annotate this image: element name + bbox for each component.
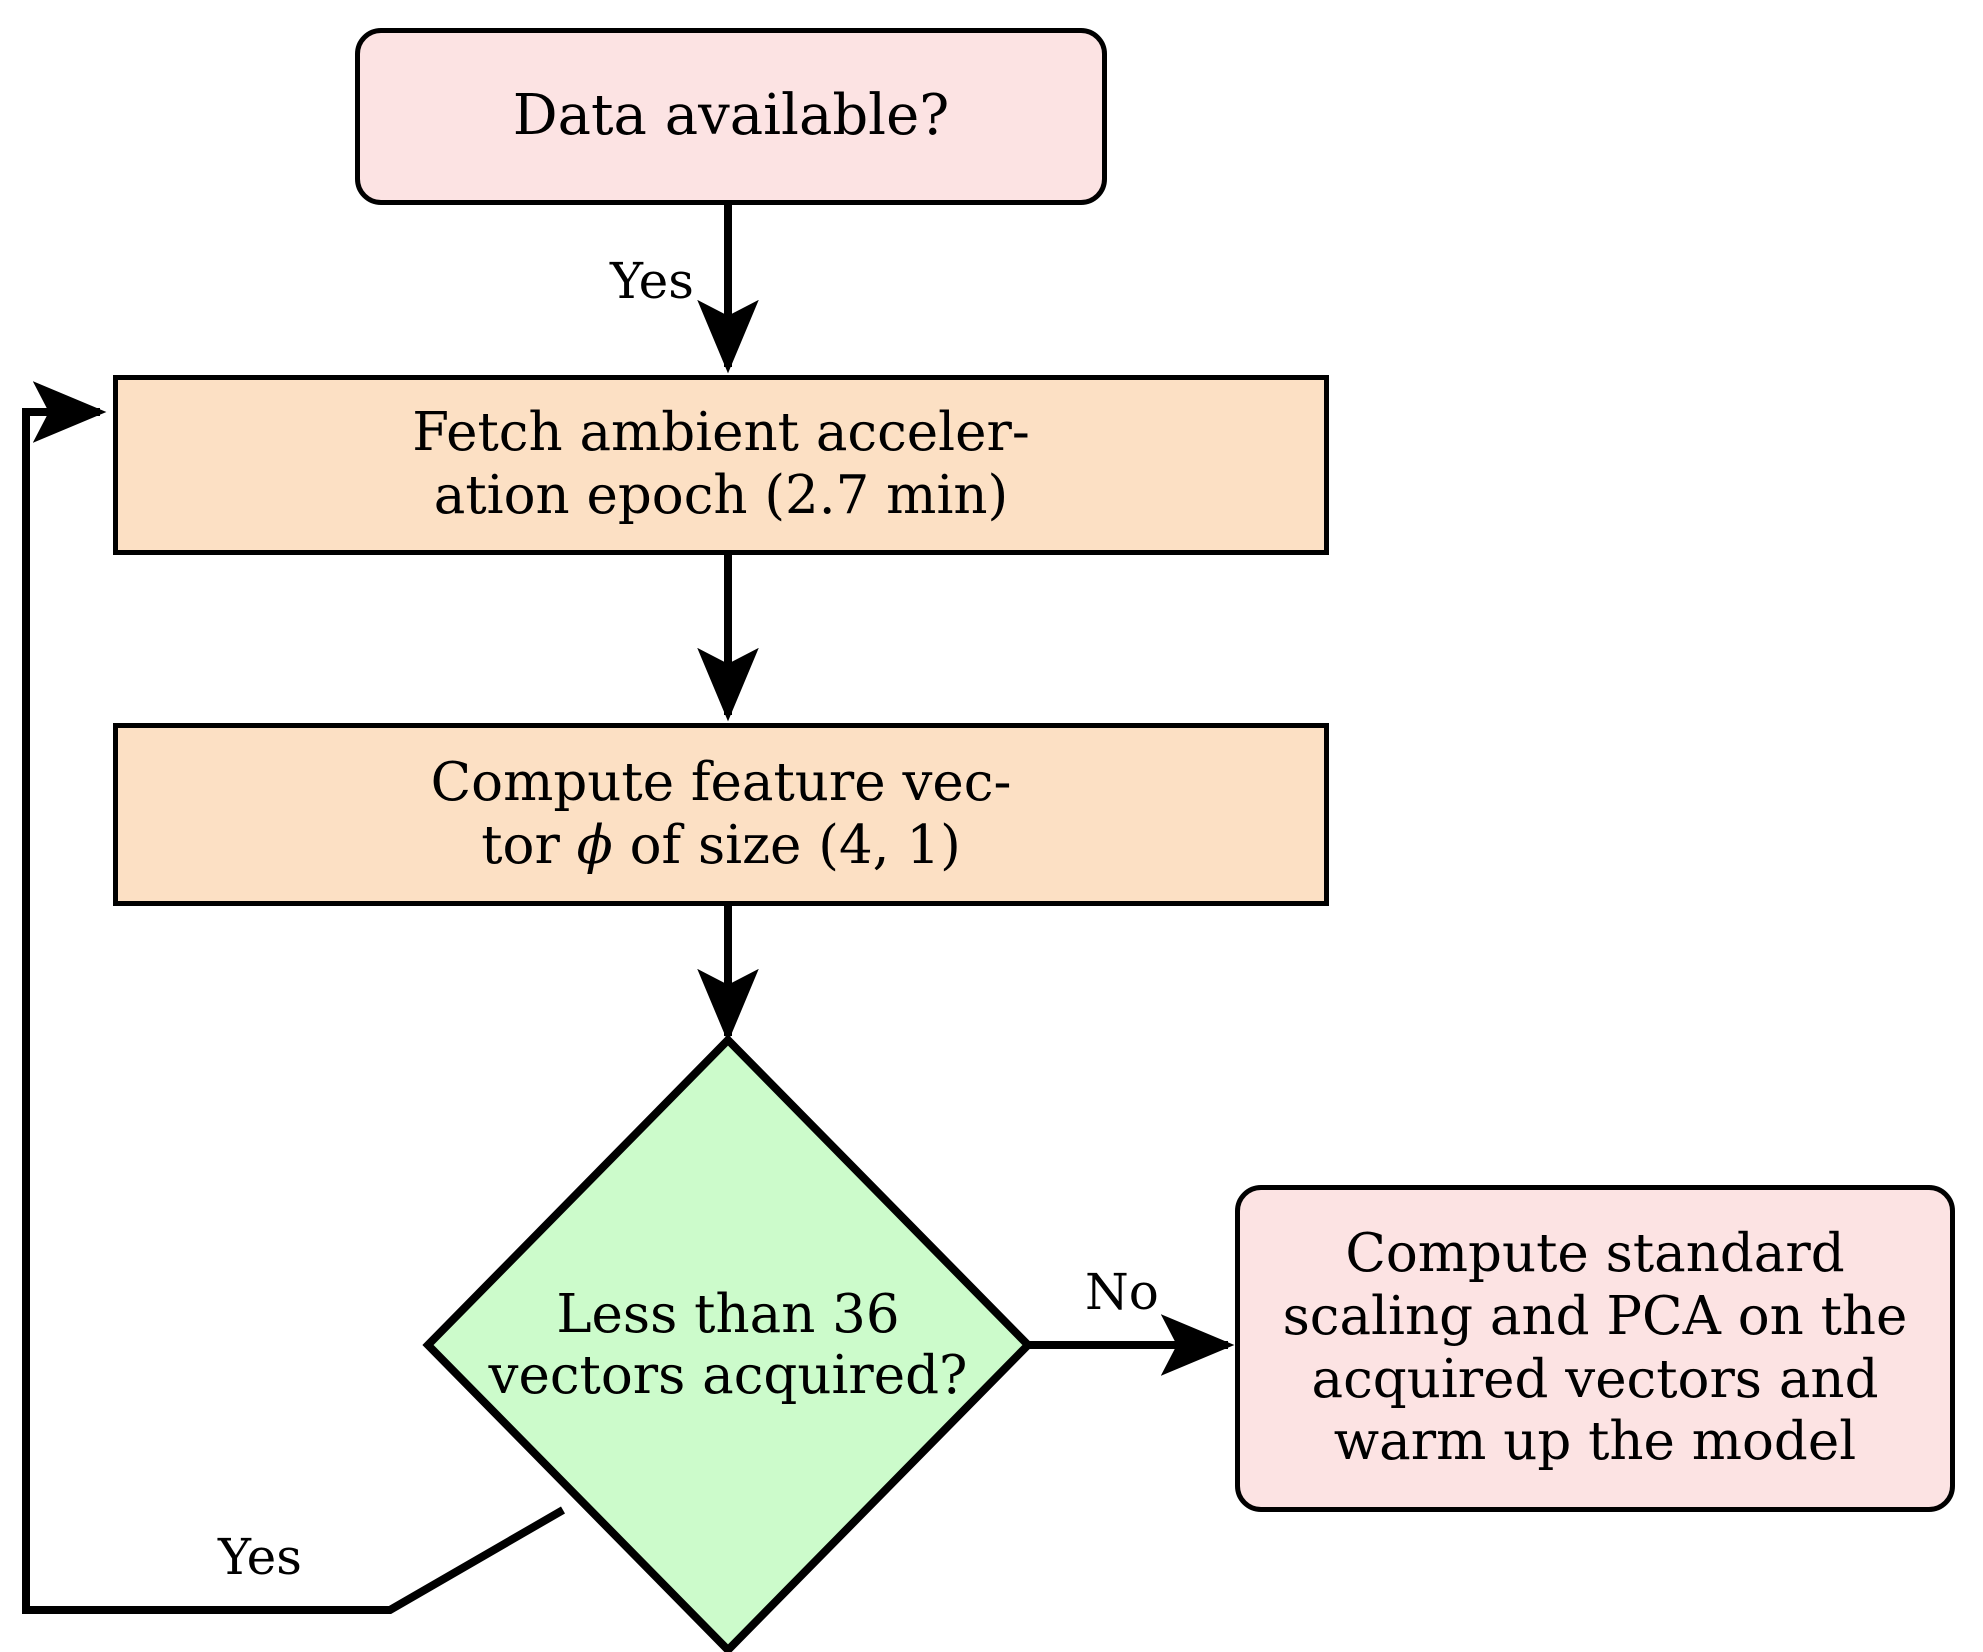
node-data-available[interactable]: Data available?: [355, 28, 1107, 205]
feature-line-2-pre: tor: [481, 814, 577, 876]
node-standard-scaling-pca-label: Compute standard scaling and PCA on the …: [1282, 1223, 1908, 1473]
feature-line-1: Compute feature vec-: [430, 751, 1012, 813]
phi-symbol: ϕ: [576, 814, 613, 876]
edge-label-yes-loopback: Yes: [218, 1528, 302, 1586]
node-data-available-label: Data available?: [512, 83, 950, 149]
edge-label-no-right: No: [1085, 1263, 1159, 1321]
node-less-than-36-label: Less than 36 vectors acquired?: [488, 1284, 968, 1406]
node-standard-scaling-pca[interactable]: Compute standard scaling and PCA on the …: [1235, 1185, 1955, 1512]
edge-line-decision-yes-loopback: [22, 381, 566, 1614]
decision-diamond-shape: [422, 1034, 1034, 1652]
node-fetch-epoch-label: Fetch ambient acceler- ation epoch (2.7 …: [412, 402, 1030, 526]
node-fetch-epoch[interactable]: Fetch ambient acceler- ation epoch (2.7 …: [113, 375, 1329, 555]
node-less-than-36[interactable]: Less than 36 vectors acquired?: [468, 1245, 988, 1445]
node-compute-feature-vector-label: Compute feature vec-tor ϕ of size (4, 1): [421, 752, 1022, 877]
edge-label-yes-top: Yes: [610, 252, 694, 310]
feature-line-2-post: of size (4, 1): [612, 814, 961, 876]
node-compute-feature-vector[interactable]: Compute feature vec-tor ϕ of size (4, 1): [113, 723, 1329, 906]
